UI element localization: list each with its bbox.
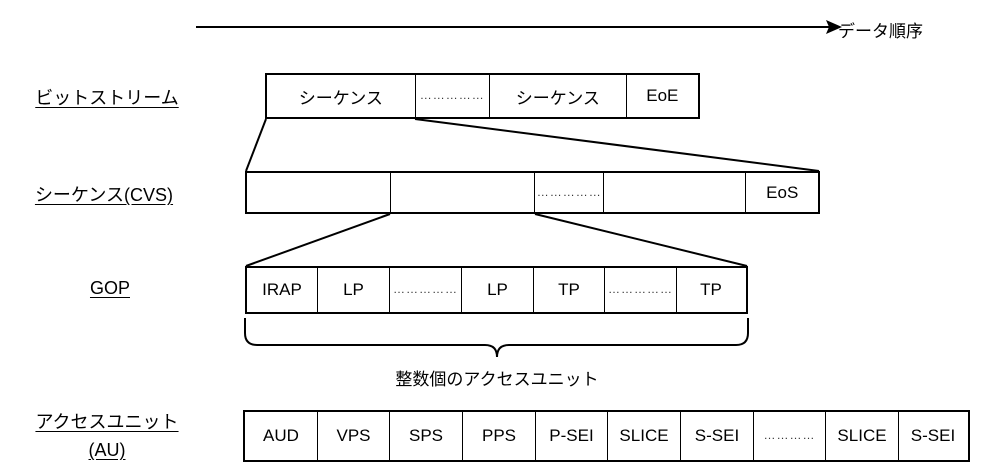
row-label-access-unit-line-2: (AU) (88, 440, 126, 460)
au-cell-vps[interactable]: VPS (318, 412, 390, 460)
au-cell-aud[interactable]: AUD (245, 412, 318, 460)
connector-cvs-to-gop (245, 213, 748, 267)
gop-cell-tp-1[interactable]: TP (534, 268, 605, 312)
au-cell-pps[interactable]: PPS (463, 412, 536, 460)
gop-cell-irap[interactable]: IRAP (247, 268, 318, 312)
bitstream-cell-sequence-2[interactable]: シーケンス (489, 75, 627, 117)
gop-cell-lp-1[interactable]: LP (318, 268, 390, 312)
brace-caption: 整数個のアクセスユニット (395, 370, 599, 389)
gop-cell-lp-2[interactable]: LP (462, 268, 534, 312)
row-label-access-unit: アクセスユニット (AU) (12, 408, 202, 464)
data-order-label: データ順序 (838, 22, 923, 41)
row-label-access-unit-line-1: アクセスユニット (35, 412, 179, 432)
cvs-cell-1[interactable] (247, 173, 391, 212)
row-label-sequence-cvs: シーケンス(CVS) (14, 181, 194, 207)
row-label-sequence-cvs-line-1: シーケンス(CVS) (34, 185, 174, 205)
bitstream-cell-ellipsis: …………… (415, 75, 490, 117)
au-cell-slice-2[interactable]: SLICE (826, 412, 899, 460)
au-cell-sps[interactable]: SPS (390, 412, 463, 460)
au-cell-p-sei[interactable]: P-SEI (536, 412, 608, 460)
row-label-gop-line-1: GOP (89, 278, 130, 298)
row-label-gop: GOP (60, 278, 160, 299)
bitstream-cell-eoe[interactable]: EoE (626, 75, 698, 117)
cvs-cell-eos[interactable]: EoS (746, 173, 818, 212)
gop-strip: IRAP LP …………… LP TP …………… TP (245, 266, 748, 314)
cvs-cell-ellipsis: …………… (534, 173, 605, 212)
au-cell-s-sei-1[interactable]: S-SEI (681, 412, 754, 460)
cvs-cell-4[interactable] (604, 173, 747, 212)
au-cell-slice-1[interactable]: SLICE (608, 412, 681, 460)
bitstream-cell-sequence-1[interactable]: シーケンス (267, 75, 416, 117)
row-label-bitstream-line-1: ビットストリーム (35, 88, 179, 108)
au-cell-ellipsis: ………… (754, 412, 826, 460)
row-label-bitstream: ビットストリーム (22, 84, 192, 110)
gop-cell-ellipsis-2: …………… (605, 268, 677, 312)
bitstream-strip: シーケンス …………… シーケンス EoE (265, 73, 700, 119)
cvs-strip: …………… EoS (245, 171, 820, 214)
data-order-arrow (196, 20, 842, 34)
brace-access-units (244, 318, 749, 358)
gop-cell-ellipsis-1: …………… (390, 268, 462, 312)
connector-bitstream-to-cvs (245, 118, 820, 172)
au-cell-s-sei-2[interactable]: S-SEI (899, 412, 967, 460)
gop-cell-tp-2[interactable]: TP (677, 268, 745, 312)
access-unit-strip: AUD VPS SPS PPS P-SEI SLICE S-SEI ………… S… (243, 410, 970, 462)
cvs-cell-2[interactable] (390, 173, 535, 212)
